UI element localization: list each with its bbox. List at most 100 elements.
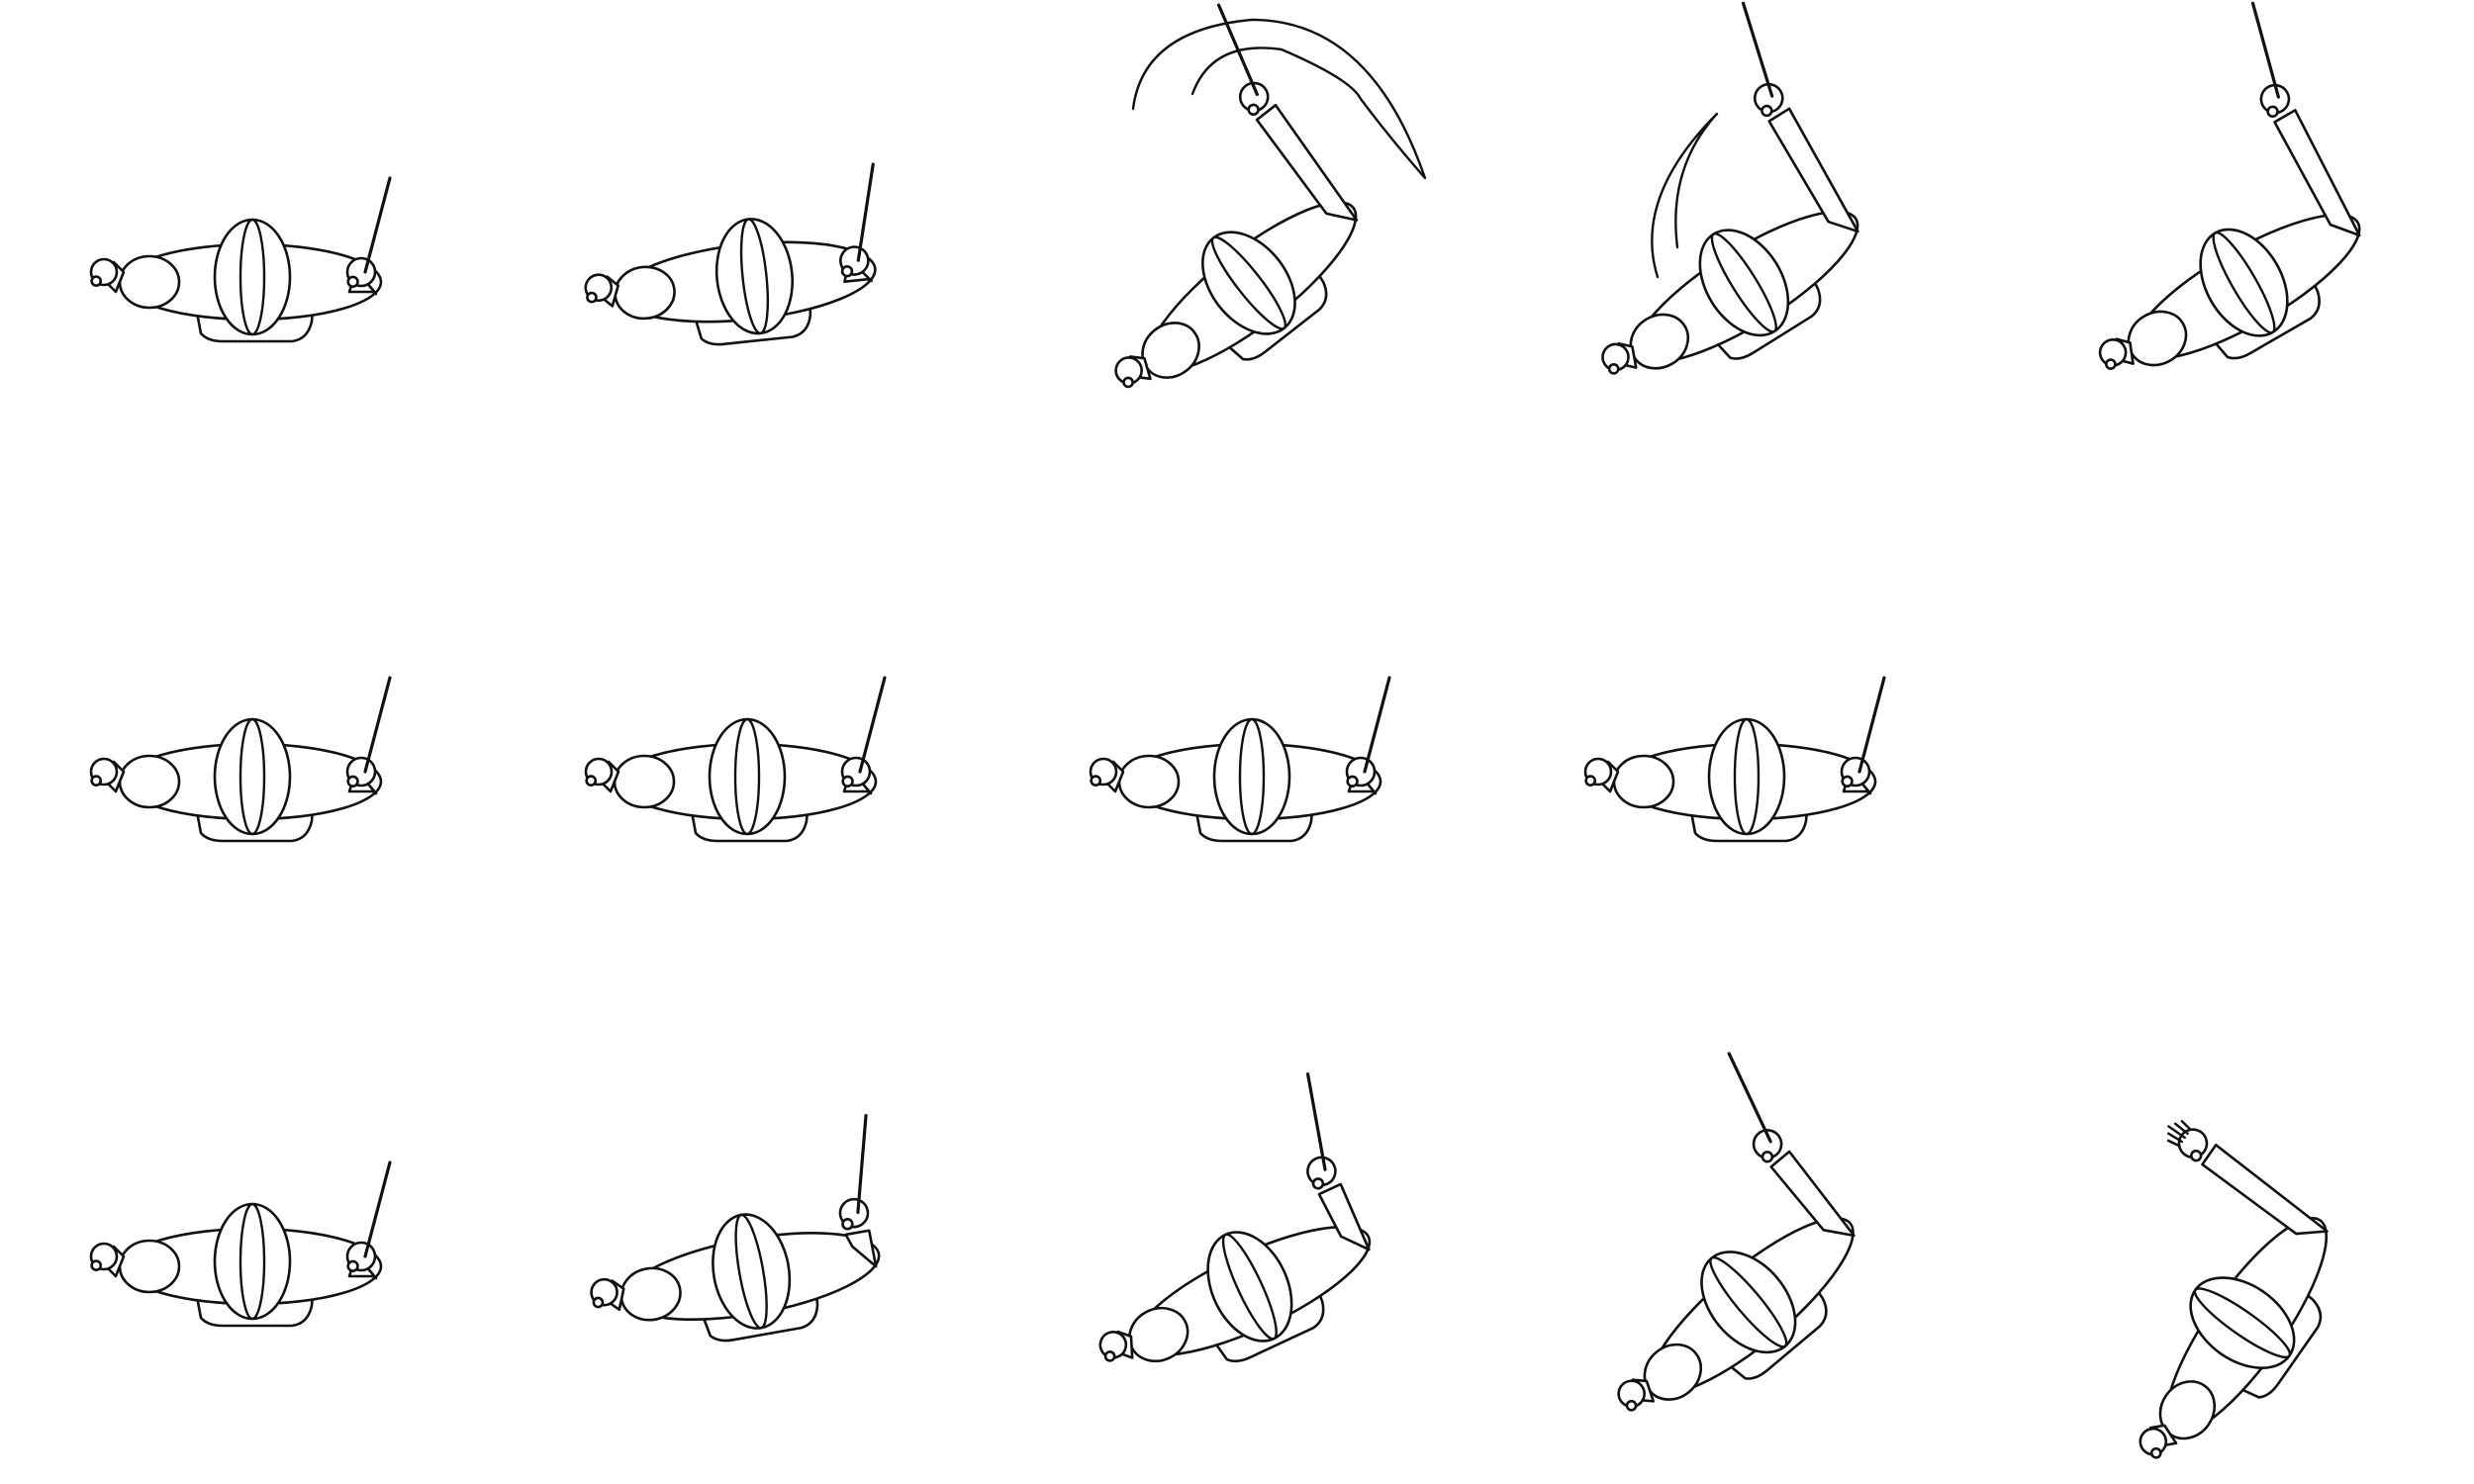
body-group: [89, 676, 392, 843]
helmet-ridge-shape: [2212, 231, 2276, 334]
row-attack: [89, 1, 2361, 389]
helmet-ridge-shape: [1710, 232, 1777, 333]
knuckle-shape: [346, 1259, 359, 1273]
hand-shape: [1238, 81, 1270, 113]
knuckle-shape: [1346, 775, 1359, 788]
left-shoulder-shape: [613, 754, 676, 809]
helmet-shape: [213, 717, 292, 836]
helmet-ridge-shape: [739, 218, 770, 335]
helmet-shape: [1212, 717, 1291, 836]
sprite-frame: [1114, 3, 1427, 389]
hand-shape: [1753, 82, 1784, 114]
body-group: [584, 676, 887, 843]
body-group: [590, 1113, 881, 1343]
body-group: [89, 176, 392, 343]
left-shoulder-shape: [1612, 754, 1675, 809]
finger-shape: [2166, 1139, 2181, 1148]
knuckle-shape: [2189, 1149, 2203, 1162]
sword-shape: [1857, 676, 1886, 774]
sprite-frame: [89, 676, 392, 843]
body-group: [2139, 1120, 2329, 1459]
sprite-frame: [89, 176, 392, 343]
body-group: [1583, 676, 1886, 843]
knuckle-shape: [90, 775, 103, 787]
sprite-frame: [89, 1160, 392, 1328]
sword-shape: [1363, 676, 1391, 774]
sword-shape: [1305, 1071, 1327, 1171]
swing-arc-shape: [1651, 112, 1719, 279]
swing-arc-shape: [1131, 18, 1427, 180]
helmet-ridge-shape: [238, 1202, 266, 1321]
knuckle-shape: [841, 1218, 854, 1231]
sprite-frame: [1617, 1052, 1856, 1412]
hand-shape: [1601, 342, 1630, 372]
body-group: [1617, 1052, 1856, 1412]
knuckle-shape: [841, 775, 854, 788]
row-idle: [89, 676, 1886, 843]
right-arm-shape: [2201, 1144, 2329, 1236]
hand-shape: [2098, 338, 2128, 367]
body-group: [1098, 1071, 1372, 1363]
right-arm-shape: [1767, 107, 1859, 233]
knuckle-shape: [1122, 376, 1134, 389]
sprite-frame: [590, 1113, 881, 1343]
knuckle-shape: [1760, 1151, 1774, 1163]
knuckle-shape: [1625, 1399, 1638, 1412]
knuckle-shape: [592, 1296, 605, 1309]
finger-shape: [2167, 1132, 2184, 1144]
hand-shape: [2259, 83, 2291, 115]
sprite-frame: [584, 676, 887, 843]
knuckle-shape: [585, 775, 598, 787]
knuckle-shape: [346, 275, 359, 289]
left-shoulder-shape: [1117, 754, 1181, 809]
body-group: [2098, 1, 2361, 370]
right-arm-shape: [1255, 103, 1359, 222]
sprite-frame: [2139, 1120, 2329, 1459]
sword-shape: [363, 676, 392, 774]
helmet-ridge-shape: [1709, 1255, 1788, 1348]
hand-shape: [1098, 1331, 1128, 1359]
sword-shape: [1741, 1, 1774, 98]
helmet-shape: [213, 1202, 292, 1321]
knuckle-shape: [346, 775, 359, 788]
left-shoulder-shape: [118, 1239, 181, 1294]
knuckle-shape: [1247, 103, 1260, 117]
right-arm-shape: [1317, 1182, 1371, 1252]
hand-shape: [1752, 1129, 1783, 1159]
knuckle-shape: [2149, 1446, 2162, 1459]
sword-shape: [856, 162, 875, 262]
knuckle-shape: [1584, 775, 1597, 787]
sword-shape: [858, 676, 887, 774]
knuckle-shape: [586, 291, 598, 304]
knuckle-shape: [2105, 358, 2117, 370]
sword-shape: [363, 176, 392, 274]
knuckle-shape: [1090, 775, 1102, 787]
row-raise-hand: [89, 1052, 2329, 1459]
sprite-frame: [584, 162, 877, 346]
helmet-ridge-shape: [238, 717, 266, 836]
knuckle-shape: [90, 1259, 103, 1271]
sprite-frame: [1601, 1, 1859, 375]
right-arm-shape: [844, 1229, 878, 1268]
knuckle-shape: [840, 264, 854, 278]
helmet-ridge-shape: [1238, 717, 1266, 836]
sprite-frame: [1583, 676, 1886, 843]
sprite-frame: [1089, 676, 1391, 843]
knuckle-shape: [1607, 363, 1620, 375]
left-shoulder-shape: [118, 754, 181, 809]
hand-shape: [1306, 1156, 1337, 1187]
knuckle-shape: [90, 275, 103, 287]
helmet-ridge-shape: [1221, 1233, 1278, 1341]
sword-shape: [1727, 1052, 1772, 1144]
knuckle-shape: [1841, 775, 1854, 788]
sprite-frame: [2098, 1, 2361, 370]
helmet-shape: [1707, 717, 1786, 836]
helmet-ridge-shape: [2193, 1287, 2292, 1359]
body-group: [1089, 676, 1391, 843]
helmet-shape: [213, 218, 292, 336]
knuckle-shape: [1103, 1350, 1116, 1362]
sword-shape: [363, 1160, 392, 1258]
body-group: [1601, 1, 1859, 375]
body-group: [584, 162, 877, 346]
